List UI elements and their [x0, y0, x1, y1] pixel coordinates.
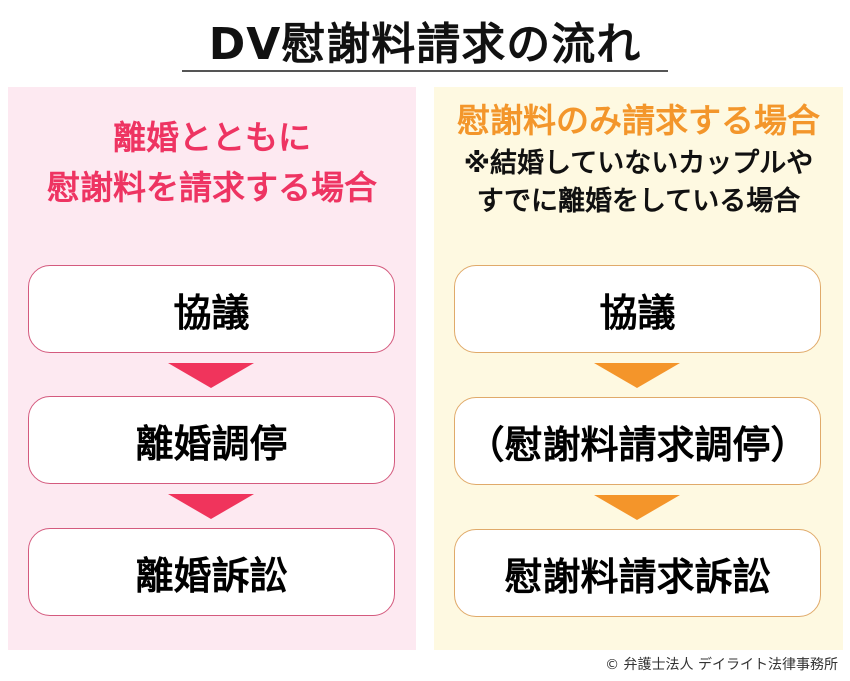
divorce-with-consolation-panel: 離婚とともに 慰謝料を請求する場合 協議 離婚調停 離婚訴訟 — [8, 87, 416, 650]
right-panel-heading: 慰謝料のみ請求する場合 — [457, 101, 820, 140]
diagram-title: DV慰謝料請求の流れ — [208, 19, 642, 70]
left-heading-line1: 離婚とともに — [113, 118, 311, 157]
right-step-consolation-mediation: （慰謝料請求調停） — [454, 397, 821, 485]
title-underline — [182, 70, 668, 72]
left-panel-heading: 離婚とともに 慰謝料を請求する場合 — [8, 113, 416, 213]
right-note-line1: ※結婚していないカップルや — [463, 148, 814, 179]
right-step-negotiation: 協議 — [454, 265, 821, 353]
right-note-line2: すでに離婚をしている場合 — [476, 186, 801, 217]
copyright-credit: © 弁護士法人 デイライト法律事務所 — [605, 657, 838, 673]
left-step-negotiation: 協議 — [28, 265, 395, 353]
left-heading-line2: 慰謝料を請求する場合 — [47, 168, 377, 207]
arrow-down-icon — [168, 363, 254, 388]
arrow-down-icon — [594, 363, 680, 388]
left-step-divorce-litigation: 離婚訴訟 — [28, 528, 395, 616]
arrow-down-icon — [594, 495, 680, 520]
arrow-down-icon — [168, 494, 254, 519]
right-step-consolation-litigation: 慰謝料請求訴訟 — [454, 529, 821, 617]
left-step-divorce-mediation: 離婚調停 — [28, 396, 395, 484]
right-panel-note: ※結婚していないカップルや すでに離婚をしている場合 — [434, 145, 843, 221]
consolation-only-panel: 慰謝料のみ請求する場合 ※結婚していないカップルや すでに離婚をしている場合 協… — [434, 87, 843, 650]
